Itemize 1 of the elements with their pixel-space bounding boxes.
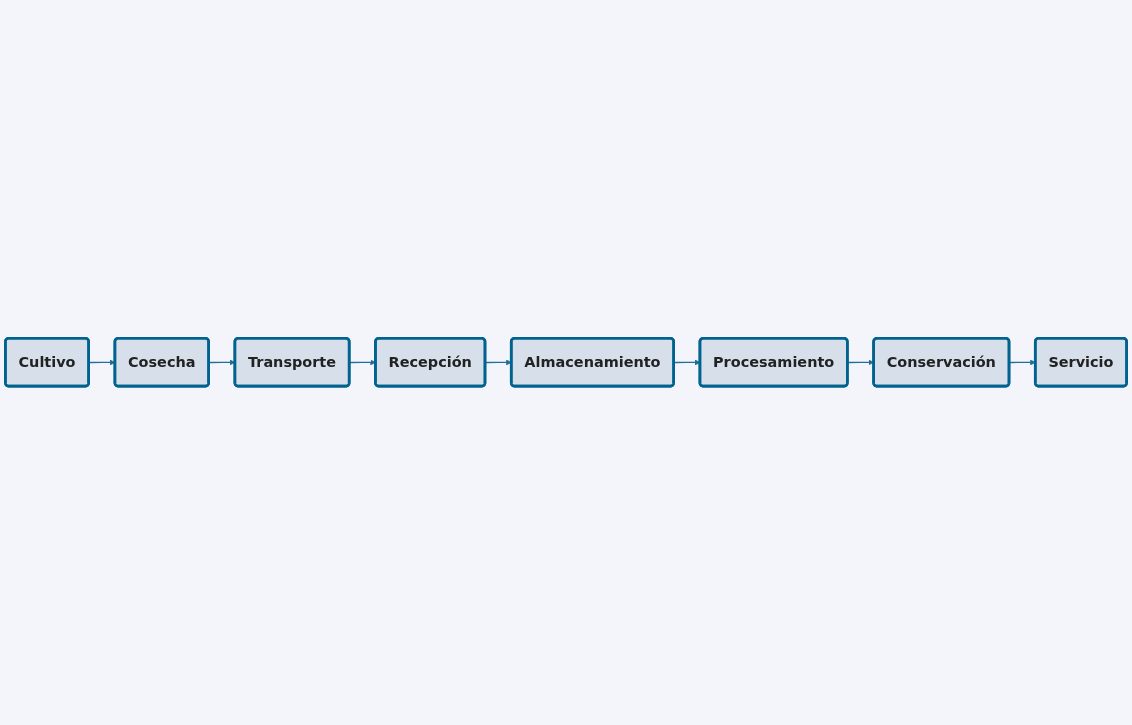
arrow: [484, 359, 512, 366]
